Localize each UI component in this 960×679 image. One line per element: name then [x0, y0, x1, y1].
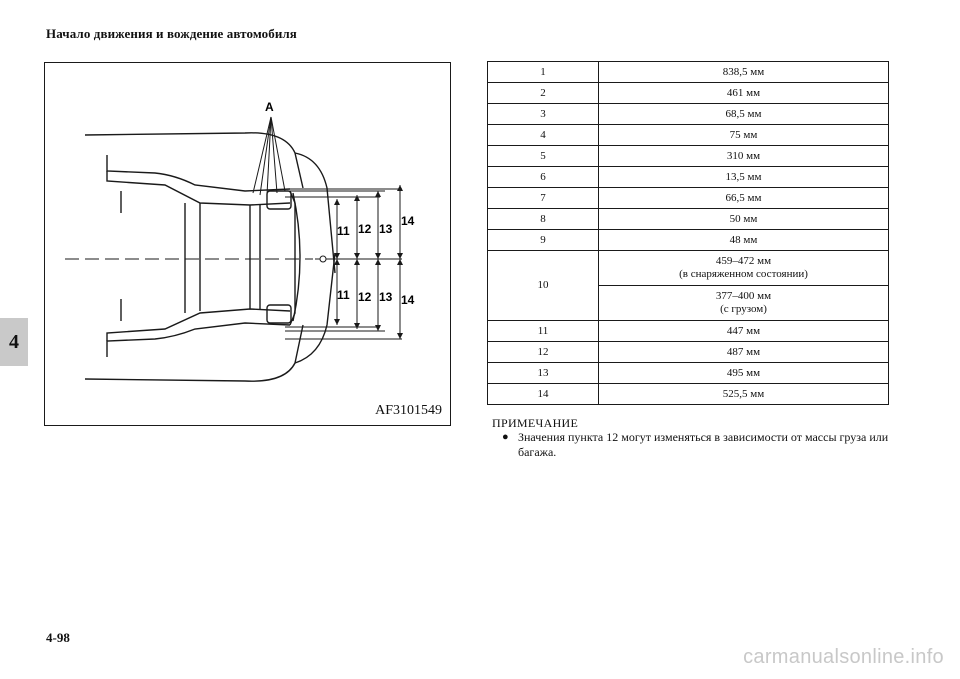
row-value: 525,5 мм	[598, 383, 889, 405]
row-value: 13,5 мм	[598, 166, 889, 188]
row-value: 48 мм	[598, 229, 889, 251]
page-number: 4-98	[46, 630, 70, 645]
dim-label-11-lower: 11	[337, 288, 350, 302]
table-row: 9 48 мм	[487, 229, 889, 251]
chapter-number: 4	[9, 330, 19, 353]
table-row: 10 459–472 мм (в снаряженном состоянии)	[487, 250, 889, 321]
table-row: 12 487 мм	[487, 341, 889, 363]
row-number: 5	[487, 145, 599, 167]
row-value: 838,5 мм	[598, 61, 889, 83]
dim-label-13-upper: 13	[379, 222, 393, 236]
page-header-title: Начало движения и вождение автомобиля	[46, 26, 297, 41]
row-number: 4	[487, 124, 599, 146]
bullet-icon: ●	[502, 431, 509, 443]
figure-label-a: A	[265, 100, 274, 114]
row-value: 447 мм	[598, 320, 889, 342]
row-number: 8	[487, 208, 599, 230]
dim-label-12-upper: 12	[358, 222, 372, 236]
row-value: 75 мм	[598, 124, 889, 146]
row-number: 1	[487, 61, 599, 83]
table-row: 2 461 мм	[487, 82, 889, 104]
row-value-curb: 459–472 мм (в снаряженном состоянии)	[598, 250, 889, 286]
row-value: 68,5 мм	[598, 103, 889, 125]
row-value: 66,5 мм	[598, 187, 889, 209]
row-number: 2	[487, 82, 599, 104]
row-number: 3	[487, 103, 599, 125]
dim-label-12-lower: 12	[358, 290, 372, 304]
table-row: 11 447 мм	[487, 320, 889, 342]
chapter-tab: 4	[0, 318, 28, 366]
row-value-line: 377–400 мм	[715, 290, 772, 302]
row-number: 11	[487, 320, 599, 342]
dim-label-14-upper: 14	[401, 214, 415, 228]
note-body: ● Значения пункта 12 могут изменяться в …	[502, 430, 892, 460]
row-value-line: 459–472 мм	[715, 255, 772, 267]
table-row: 6 13,5 мм	[487, 166, 889, 188]
table-row: 13 495 мм	[487, 362, 889, 384]
table-row: 14 525,5 мм	[487, 383, 889, 405]
table-row: 3 68,5 мм	[487, 103, 889, 125]
dim-label-13-lower: 13	[379, 290, 393, 304]
table-row: 377–400 мм (с грузом)	[488, 285, 889, 321]
row-value-loaded: 377–400 мм (с грузом)	[598, 285, 889, 321]
table-row: 4 75 мм	[487, 124, 889, 146]
row-value: 487 мм	[598, 341, 889, 363]
row-value: 310 мм	[598, 145, 889, 167]
row-value: 50 мм	[598, 208, 889, 230]
row-number: 6	[487, 166, 599, 188]
vehicle-top-view-drawing: A 11 12 13 14 11 12 13 14	[65, 100, 415, 382]
note-title: ПРИМЕЧАНИЕ	[492, 416, 579, 430]
vehicle-dimension-figure: A 11 12 13 14 11 12 13 14 AF3101549	[44, 62, 451, 426]
row-value-line: (в снаряженном состоянии)	[679, 268, 808, 280]
dimension-table: 1 838,5 мм 2 461 мм 3 68,5 мм 4 75 мм 5 …	[487, 61, 889, 405]
row-number: 7	[487, 187, 599, 209]
row-number: 12	[487, 341, 599, 363]
row-value-line: (с грузом)	[720, 303, 767, 315]
table-row: 1 838,5 мм	[487, 61, 889, 83]
dim-label-11-upper: 11	[337, 224, 350, 238]
row-number: 9	[487, 229, 599, 251]
row-number: 13	[487, 362, 599, 384]
note-text: Значения пункта 12 могут изменяться в за…	[518, 430, 889, 459]
row-number: 14	[487, 383, 599, 405]
table-row: 5 310 мм	[487, 145, 889, 167]
table-row: 7 66,5 мм	[487, 187, 889, 209]
watermark: carmanualsonline.info	[743, 646, 944, 668]
table-row: 8 50 мм	[487, 208, 889, 230]
dim-label-14-lower: 14	[401, 293, 415, 307]
row-value: 495 мм	[598, 362, 889, 384]
row-value: 461 мм	[598, 82, 889, 104]
figure-code: AF3101549	[375, 403, 442, 418]
row-number: 10	[487, 250, 599, 321]
